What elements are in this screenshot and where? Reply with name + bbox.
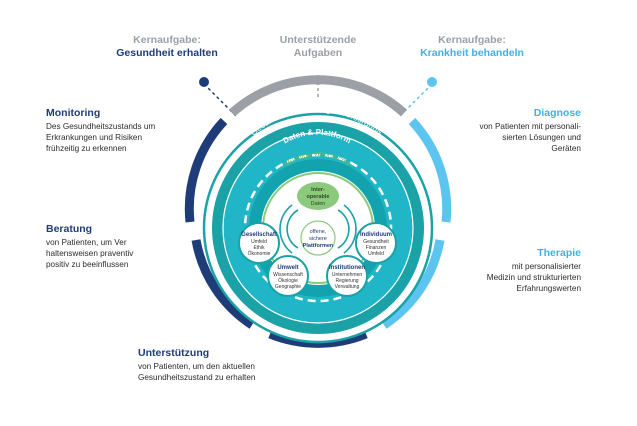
outer-ring xyxy=(184,75,452,348)
item-desc: von Patienten mit personali- sierten Lös… xyxy=(479,122,582,153)
node-title: Institutionen xyxy=(329,265,365,271)
item-diagnose: Diagnose von Patienten mit personali- si… xyxy=(436,106,582,154)
item-title: Unterstützung xyxy=(138,347,210,359)
node-line: Ökonomie xyxy=(248,250,271,257)
versorgung-border xyxy=(222,132,414,324)
item-monitoring: Monitoring Des Gesundheitszustands um Er… xyxy=(46,106,196,154)
node-title: Individuum xyxy=(360,232,392,238)
node-line: Umfeld xyxy=(368,251,384,257)
node-line: Geographie xyxy=(275,284,301,290)
node-line: Finanzen xyxy=(366,245,387,251)
header-right-kicker: Kernaufgabe: xyxy=(438,34,506,46)
interop-line1: Inter- xyxy=(311,187,325,193)
interoperable-data-node: Inter- operable Daten xyxy=(297,182,339,210)
item-title: Therapie xyxy=(537,247,581,259)
item-desc: Des Gesundheitszustands um Erkrankungen … xyxy=(46,122,156,153)
header-center-line1: Unterstützende xyxy=(279,34,357,46)
node-line: Wissenschaft xyxy=(273,272,303,278)
signal-waves xyxy=(279,204,357,254)
node-line: Ökologie xyxy=(278,277,298,284)
interop-line3: Daten xyxy=(311,201,326,207)
hub-line1: offene, xyxy=(310,229,327,235)
item-unterstuetzung: Unterstützung von Patienten, um den aktu… xyxy=(138,346,308,383)
item-title: Beratung xyxy=(46,223,93,235)
connector-right xyxy=(397,77,437,119)
header-center: Unterstützende Aufgaben xyxy=(258,34,378,60)
hub-line2: sichere xyxy=(309,236,327,242)
header-left-kicker: Kernaufgabe: xyxy=(133,34,201,46)
item-title: Diagnose xyxy=(533,107,581,119)
header-left-title: Gesundheit erhalten xyxy=(116,47,218,59)
item-desc: von Patienten, um Ver haltensweisen prav… xyxy=(46,238,134,269)
node-line: Unternehmen xyxy=(332,272,363,278)
node-gesellschaft: Gesellschaft Umfeld Ethik Ökonomie xyxy=(238,222,280,264)
node-line: Verwaltung xyxy=(335,284,360,290)
item-desc: mit personalisierter Medizin und struktu… xyxy=(486,262,581,293)
connector-left xyxy=(199,77,239,119)
node-institutionen: Institutionen Unternehmen Regierung Verw… xyxy=(326,255,368,297)
hub-line3: Plattformen xyxy=(303,243,334,249)
node-umwelt: Umwelt Wissenschaft Ökologie Geographie xyxy=(267,255,309,297)
node-line: Umfeld xyxy=(251,239,267,245)
header-left: Kernaufgabe: Gesundheit erhalten xyxy=(112,34,222,60)
node-line: Ethik xyxy=(253,245,265,251)
item-therapie: Therapie mit personalisierter Medizin un… xyxy=(436,246,581,294)
header-right-title: Krankheit behandeln xyxy=(420,47,524,59)
node-individuum: Individuum Gesundheit Finanzen Umfeld xyxy=(355,222,397,264)
node-line: Regierung xyxy=(335,278,358,284)
item-desc: von Patienten, um den aktuellen Gesundhe… xyxy=(138,362,256,382)
node-line: Gesundheit xyxy=(363,239,389,245)
header-center-line2: Aufgaben xyxy=(293,47,343,59)
header-right: Kernaufgabe: Krankheit behandeln xyxy=(412,34,532,60)
node-title: Umwelt xyxy=(277,265,298,271)
platform-hub-node: offene, sichere Plattformen xyxy=(300,220,336,256)
node-title: Gesellschaft xyxy=(241,232,277,238)
interop-line2: operable xyxy=(307,194,330,200)
item-title: Monitoring xyxy=(46,107,101,119)
item-beratung: Beratung von Patienten, um Ver haltenswe… xyxy=(46,222,196,270)
